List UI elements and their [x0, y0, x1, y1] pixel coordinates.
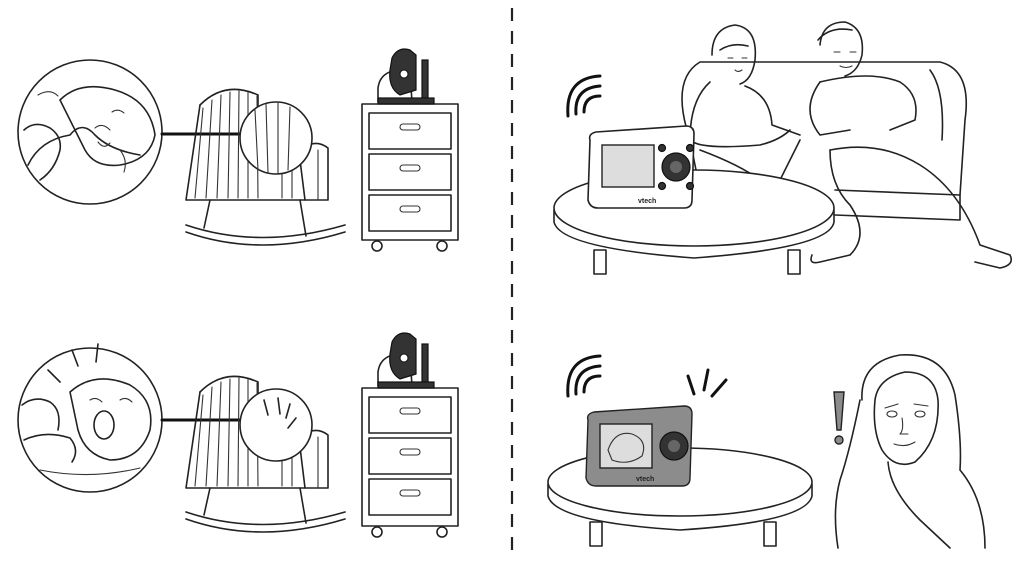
- brand-logo-bottom: vtech: [636, 476, 654, 483]
- baby-camera-unit: [377, 48, 435, 105]
- parents-scene-top: vtech: [553, 21, 1013, 275]
- brand-logo: vtech: [638, 198, 656, 205]
- signal-waves-icon-bottom: [566, 354, 602, 398]
- dresser-with-camera: [361, 48, 459, 252]
- sound-lines-icon: [686, 368, 728, 398]
- baby-camera-unit-bottom: [377, 332, 435, 389]
- nursery-scene-bottom: [17, 332, 459, 538]
- rocking-cradle: [185, 88, 346, 246]
- nursery-scene-top: [17, 48, 459, 252]
- dresser-with-camera-bottom: [361, 332, 459, 538]
- alerted-woman: [834, 354, 986, 549]
- sleeping-baby-bubble: [17, 59, 163, 205]
- parent-unit-alert: vtech: [585, 405, 693, 487]
- parents-scene-bottom: vtech: [547, 354, 986, 549]
- man-reclining: [809, 21, 1013, 269]
- crying-baby-bubble: [17, 343, 163, 493]
- rocking-cradle-bottom: [185, 375, 346, 533]
- signal-waves-icon: [566, 74, 602, 118]
- exclamation-icon: [833, 391, 845, 445]
- parent-unit-quiet: vtech: [587, 125, 695, 209]
